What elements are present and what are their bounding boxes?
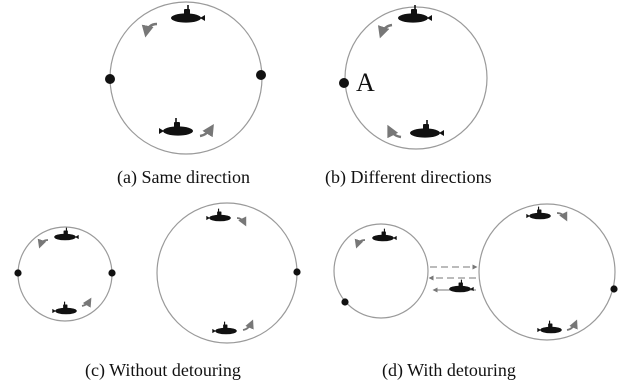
submarine-icon xyxy=(211,321,238,335)
caption-d: (d) With detouring xyxy=(382,360,516,380)
curved-arrow-icon xyxy=(37,238,49,249)
point-label-a: A xyxy=(356,68,375,97)
curved-arrow-icon xyxy=(141,22,158,38)
submarine-icon xyxy=(205,208,232,222)
node-c-mid xyxy=(108,269,116,277)
node-d-left xyxy=(341,298,349,306)
node-b-left xyxy=(339,78,349,88)
submarine-icon xyxy=(525,206,552,220)
node-c-right xyxy=(293,268,301,276)
curved-arrow-icon xyxy=(556,211,568,222)
curved-arrow-icon xyxy=(387,124,402,139)
submarine-icon xyxy=(51,301,78,315)
curved-arrow-icon xyxy=(566,319,578,331)
node-a-left xyxy=(105,74,115,84)
circle-route-c-large xyxy=(156,202,298,344)
submarine-icon xyxy=(371,228,398,242)
submarine-icon xyxy=(158,117,194,137)
submarine-icon xyxy=(536,320,563,334)
panel-a xyxy=(105,1,266,155)
caption-c: (c) Without detouring xyxy=(85,360,241,380)
node-d-right xyxy=(610,285,618,293)
curved-arrow-icon xyxy=(81,297,92,308)
curved-arrow-icon xyxy=(354,238,366,249)
panel-c xyxy=(14,202,301,344)
panel-d xyxy=(333,203,618,341)
circle-route-d-small xyxy=(333,223,429,319)
curved-arrow-icon xyxy=(236,216,247,227)
panel-b xyxy=(339,4,488,150)
node-a-right xyxy=(256,70,266,80)
curved-arrow-icon xyxy=(199,123,214,138)
node-c-left xyxy=(14,269,22,277)
submarine-icon xyxy=(53,227,80,241)
submarine-icon xyxy=(170,4,206,24)
circle-route-b xyxy=(344,6,488,150)
caption-b: (b) Different directions xyxy=(325,167,492,187)
curved-arrow-icon xyxy=(377,23,393,39)
curved-arrow-icon xyxy=(242,319,254,331)
caption-a: (a) Same direction xyxy=(117,167,250,187)
submarine-icon xyxy=(409,119,445,139)
circle-route-d-large xyxy=(478,203,616,341)
